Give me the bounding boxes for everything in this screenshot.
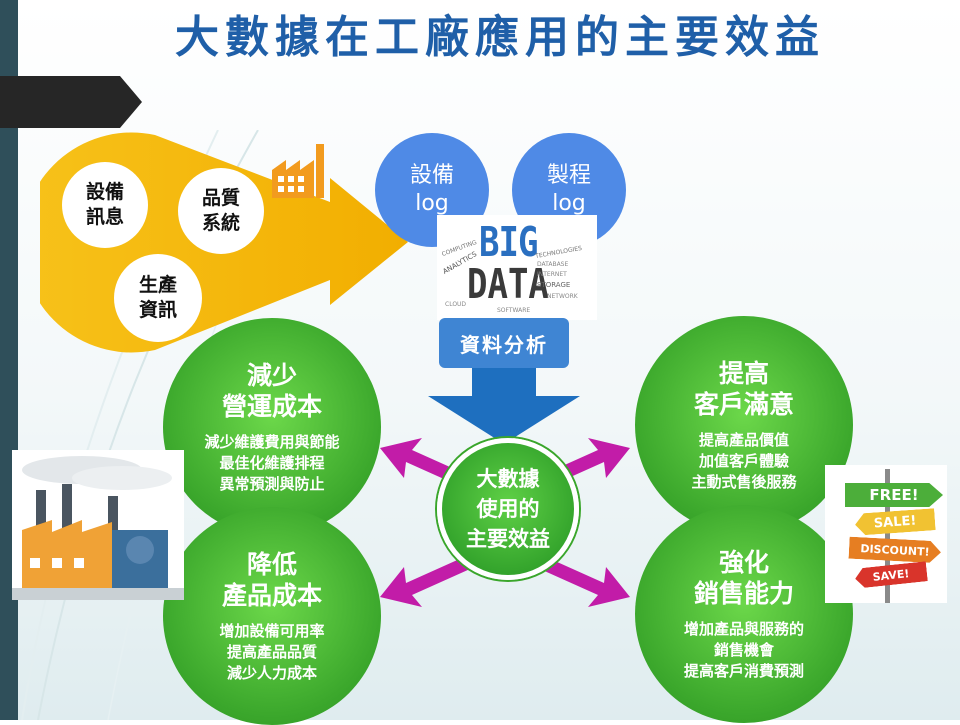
word-cloud-term: CLOUD xyxy=(445,301,467,308)
benefit-improve-customer-satisfaction: 提高 客戶滿意 提高產品價值 加值客戶體驗 主動式售後服務 xyxy=(635,316,853,534)
source-quality-system: 品質 系統 xyxy=(178,168,264,254)
source-production-info: 生產 資訊 xyxy=(114,254,202,342)
signpost-board-free: FREE! xyxy=(845,483,943,507)
word-cloud-term: SOFTWARE xyxy=(497,307,531,314)
down-arrow xyxy=(428,368,580,444)
slide-title: 大數據在工廠應用的主要效益 xyxy=(175,12,825,63)
sale-signpost: FREE! SALE! DISCOUNT! SAVE! xyxy=(825,465,947,603)
data-analysis-label: 資料分析 xyxy=(439,318,569,368)
benefit-reduce-operating-cost: 減少 營運成本 減少維護費用與節能 最佳化維護排程 異常預測與防止 xyxy=(163,318,381,536)
benefit-body: 提高產品價值 加值客戶體驗 主動式售後服務 xyxy=(691,430,797,491)
word-cloud-term: DATABASE xyxy=(537,261,569,268)
word-cloud-term: TECHNOLOGIES xyxy=(534,244,583,261)
big-data-word-data: DATA xyxy=(467,261,549,309)
word-cloud-term: INTERNET xyxy=(537,271,567,278)
benefit-title: 提高 客戶滿意 xyxy=(693,358,794,419)
factory-illustration xyxy=(12,450,184,600)
benefit-title: 強化 銷售能力 xyxy=(693,547,794,608)
benefit-body: 增加設備可用率 提高產品品質 減少人力成本 xyxy=(219,621,325,682)
signpost-board-sale: SALE! xyxy=(854,508,935,536)
benefit-reduce-product-cost: 降低 產品成本 增加設備可用率 提高產品品質 減少人力成本 xyxy=(163,507,381,725)
benefit-title: 減少 營運成本 xyxy=(221,360,322,421)
title-ribbon xyxy=(0,76,142,128)
source-equipment-info: 設備 訊息 xyxy=(62,162,148,248)
signpost-board-save: SAVE! xyxy=(854,561,928,588)
word-cloud-term: STORAGE xyxy=(537,281,571,289)
word-cloud-term: NETWORK xyxy=(547,293,578,300)
benefit-boost-sales: 強化 銷售能力 增加產品與服務的 銷售機會 提高客戶消費預測 xyxy=(635,505,853,723)
signpost-pole xyxy=(885,469,890,603)
benefit-title: 降低 產品成本 xyxy=(221,549,322,610)
benefit-arrows xyxy=(380,438,630,607)
benefit-body: 增加產品與服務的 銷售機會 提高客戶消費預測 xyxy=(683,619,804,680)
signpost-board-discount: DISCOUNT! xyxy=(848,537,941,564)
center-main-benefits: 大數據 使用的 主要效益 xyxy=(437,438,579,580)
big-data-word-cloud: BIG DATA COMPUTING ANALYTICS STORAGE TEC… xyxy=(437,215,597,320)
factory-icon xyxy=(272,144,324,198)
big-data-word-big: BIG xyxy=(479,219,538,267)
benefit-body: 減少維護費用與節能 最佳化維護排程 異常預測與防止 xyxy=(204,432,340,493)
